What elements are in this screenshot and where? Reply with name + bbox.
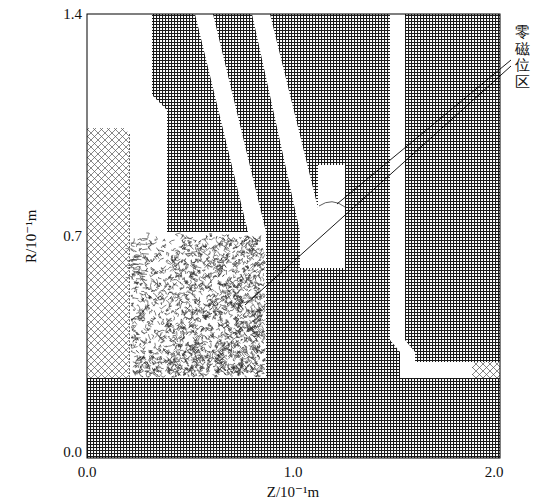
field-contours — [126, 233, 266, 377]
plot-frame — [87, 14, 500, 458]
magnet-region — [87, 128, 129, 378]
magnet-region — [472, 362, 500, 378]
axis-tick: 0.0 — [78, 464, 97, 481]
field-contour — [126, 233, 266, 377]
leader-line — [245, 66, 511, 305]
axis-tick: 0.0 — [63, 444, 82, 461]
axis-tick: 1.0 — [284, 464, 303, 481]
axis-tick: 2.0 — [485, 464, 504, 481]
axis-tick: 0.7 — [63, 228, 82, 245]
air-region — [87, 14, 266, 378]
iron-mesh — [87, 14, 500, 458]
callout-label: 零磁位区 — [515, 24, 530, 90]
boundary-line — [129, 134, 130, 378]
axis-tick: 1.4 — [63, 6, 82, 23]
leader-line — [337, 60, 511, 204]
axis-title: R/10⁻¹m — [24, 209, 41, 262]
field-contour — [319, 202, 345, 207]
air-slot — [252, 14, 345, 268]
axis-title: Z/10⁻¹m — [267, 484, 319, 501]
air-slot — [390, 14, 472, 378]
